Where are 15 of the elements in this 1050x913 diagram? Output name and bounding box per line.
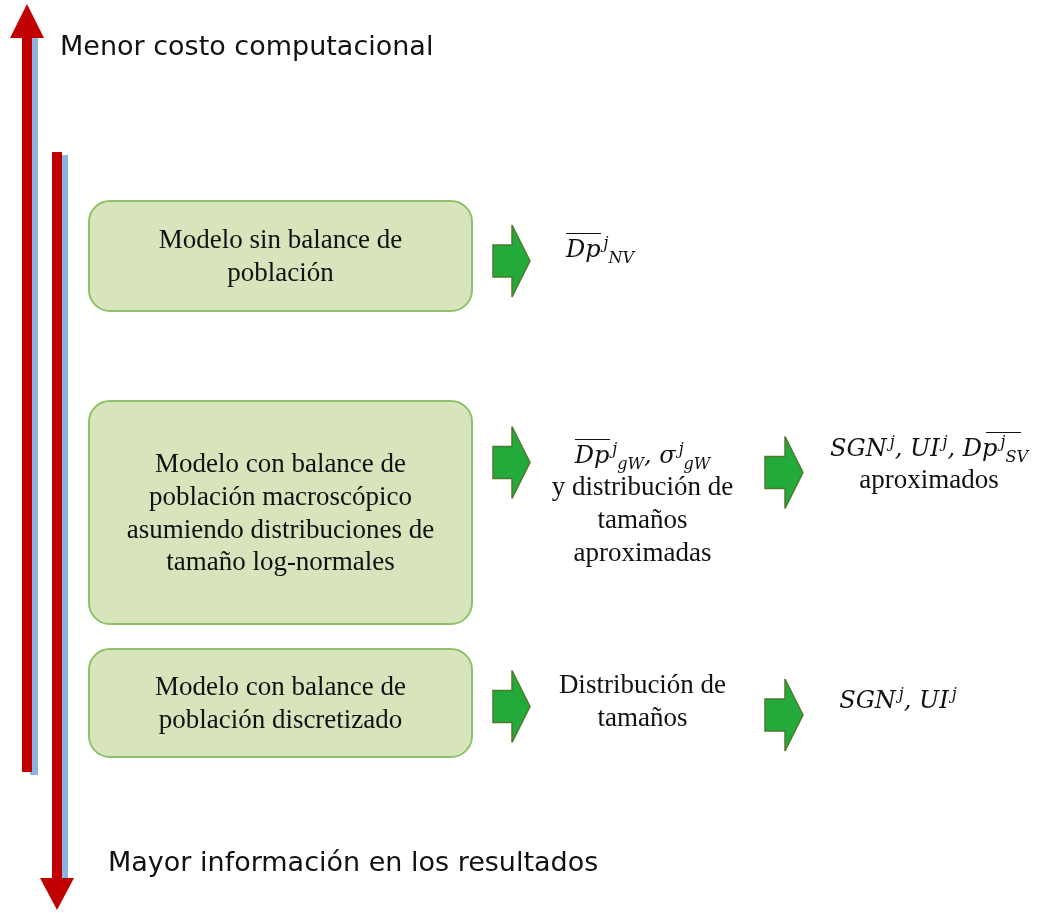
result-text: aproximados xyxy=(859,463,999,497)
block-arrow xyxy=(764,435,804,510)
process-box xyxy=(88,648,473,758)
block-arrow xyxy=(492,224,531,298)
box-text: Modelo con balance de población discretizado xyxy=(153,670,408,736)
block-arrow xyxy=(492,425,531,500)
result-text: Distribución de tamaños xyxy=(557,668,728,734)
axis-label: Menor costo computacional xyxy=(60,30,434,61)
process-box xyxy=(88,200,473,312)
box-text: Modelo sin balance de población xyxy=(157,223,404,289)
block-arrow xyxy=(764,678,804,752)
box-text: Modelo con balance de población macroscópico asumiendo distribuciones de tamaño log-normales xyxy=(125,446,436,579)
process-box xyxy=(88,400,473,625)
axis-label: Mayor información en los resultados xyxy=(108,846,599,877)
block-arrow xyxy=(492,669,531,744)
